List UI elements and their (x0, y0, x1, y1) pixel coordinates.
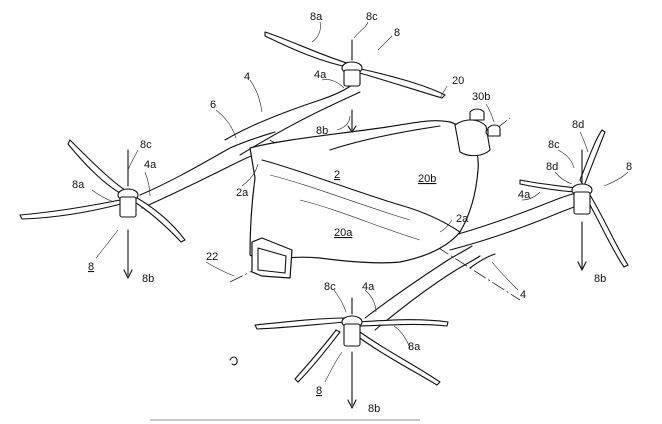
label-8c-right: 8c (548, 139, 560, 151)
label-8d-r2: 8d (546, 161, 558, 173)
rotor-bottom (254, 297, 449, 409)
label-4a-right: 4a (518, 189, 531, 201)
label-6: 6 (210, 99, 216, 111)
label-8-top: 8 (394, 27, 400, 39)
label-8b-top: 8b (316, 125, 328, 137)
label-8a-bottom: 8a (408, 341, 421, 353)
label-8-right: 8 (626, 161, 632, 173)
label-20a: 20a (334, 227, 353, 239)
leader-lines (91, 21, 629, 383)
label-2a-left: 2a (236, 187, 249, 199)
label-8a-top: 8a (310, 11, 323, 23)
label-4a-bottom: 4a (362, 281, 375, 293)
label-20b: 20b (418, 173, 436, 185)
label-8b-right: 8b (594, 273, 606, 285)
label-8c-top: 8c (366, 11, 378, 23)
label-30b: 30b (472, 91, 490, 103)
label-20: 20 (452, 75, 464, 87)
label-2a-right: 2a (456, 213, 469, 225)
label-8c-bottom: 8c (324, 281, 336, 293)
reference-labels: 8a 8c 8 4 4a 6 20 30b 8b 8c 8a 4a 2a 2 2… (72, 11, 632, 415)
rotor-right (519, 129, 629, 271)
boom-arms (139, 84, 583, 331)
label-8b-left: 8b (142, 273, 154, 285)
label-8-left: 8 (88, 261, 94, 273)
label-2: 2 (334, 169, 340, 181)
label-8c-left: 8c (140, 139, 152, 151)
label-8a-left: 8a (72, 179, 85, 191)
label-4a-top: 4a (314, 69, 327, 81)
label-8-bottom: 8 (316, 385, 322, 397)
label-8b-bottom: 8b (368, 403, 380, 415)
label-4-right: 4 (520, 289, 526, 301)
fuselage (249, 108, 501, 279)
detail-mark (229, 356, 238, 366)
label-8d-r1: 8d (572, 119, 584, 131)
label-4a-left: 4a (144, 159, 157, 171)
label-4-top: 4 (244, 71, 250, 83)
rotor-left (19, 139, 186, 279)
label-22: 22 (206, 251, 218, 263)
rotor-top (264, 31, 446, 133)
